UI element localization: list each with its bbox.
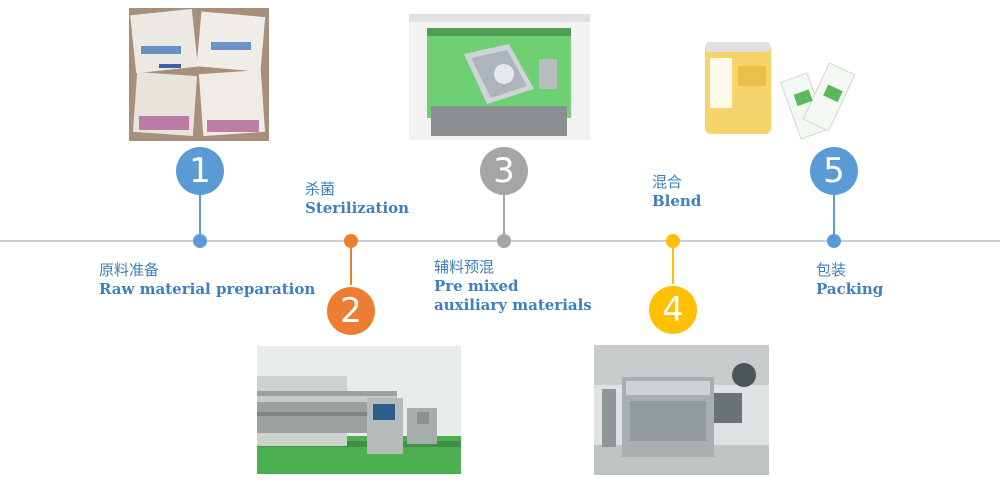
step-4-timeline-dot	[666, 234, 680, 248]
step-2-number-badge: 2	[327, 287, 375, 335]
step-5-label-zh: 包装	[816, 261, 847, 279]
step-3-label-en: Pre mixed auxiliary materials	[434, 277, 592, 314]
step-3-label-zh: 辅料预混	[434, 258, 495, 276]
step-1-stem	[199, 195, 201, 239]
step-3-timeline-dot	[497, 234, 511, 248]
photo-premix-mixer	[409, 14, 590, 140]
photo-blend-machine	[594, 345, 769, 475]
step-2-stem	[350, 248, 352, 285]
step-3-number-badge: 3	[480, 147, 528, 195]
step-5-label-en: Packing	[816, 280, 884, 298]
step-4-label: 混合 Blend	[652, 173, 772, 211]
step-5-label: 包装 Packing	[816, 261, 936, 299]
step-2-timeline-dot	[344, 234, 358, 248]
step-4-label-en: Blend	[652, 192, 702, 210]
photo-packing-products	[700, 36, 880, 140]
step-1-label-zh: 原料准备	[99, 261, 160, 279]
step-5-timeline-dot	[827, 234, 841, 248]
step-4-number-badge: 4	[649, 286, 697, 334]
photo-sterilization-machine	[257, 346, 461, 474]
step-1-number-badge: 1	[176, 147, 224, 195]
step-2-label: 杀菌 Sterilization	[305, 180, 455, 218]
photo-raw-material-bags	[129, 8, 269, 141]
step-2-label-zh: 杀菌	[305, 180, 336, 198]
step-1-label: 原料准备 Raw material preparation	[99, 261, 319, 299]
step-5-stem	[833, 195, 835, 239]
step-4-stem	[672, 248, 674, 284]
step-1-label-en: Raw material preparation	[99, 280, 316, 298]
step-5-number-badge: 5	[810, 147, 858, 195]
step-2-label-en: Sterilization	[305, 199, 410, 217]
step-3-label: 辅料预混 Pre mixed auxiliary materials	[434, 258, 594, 315]
step-3-stem	[503, 195, 505, 239]
step-1-timeline-dot	[193, 234, 207, 248]
step-4-label-zh: 混合	[652, 173, 683, 191]
